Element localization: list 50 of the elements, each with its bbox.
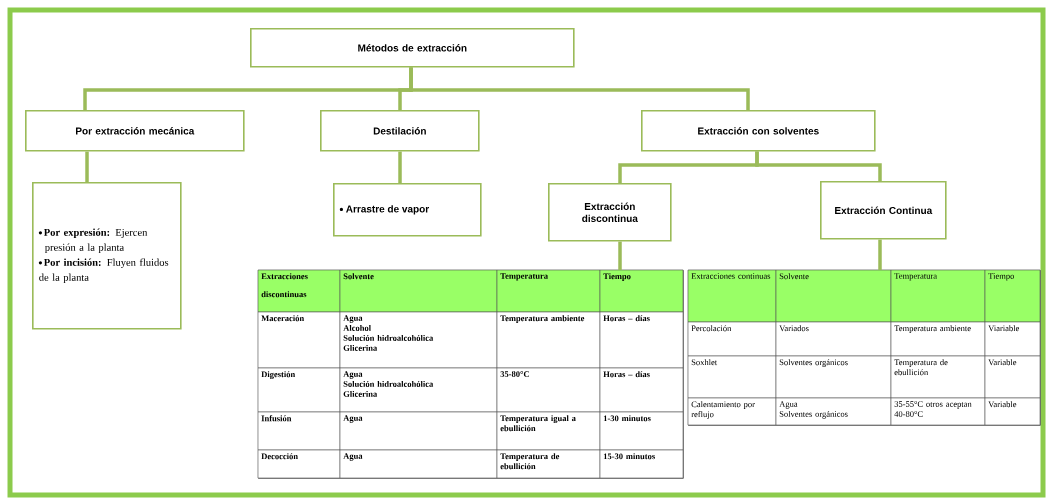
heading-box: Destilación xyxy=(320,110,480,152)
table-cell: Calentamiento por reflujo xyxy=(687,397,777,426)
connector-line xyxy=(755,151,882,181)
connector-line xyxy=(85,151,89,182)
table-cell: Decocción xyxy=(257,449,341,479)
table-cell: Temperatura xyxy=(496,269,601,313)
table-cell: Extracciones discontinuas xyxy=(257,269,341,313)
table-cell: Agua Solución hidroalcohólica Glicerina xyxy=(339,367,498,413)
table-cell: Agua Solventes orgánicos xyxy=(775,397,892,426)
table-cell: Tiempo xyxy=(984,269,1041,323)
table-cell: Maceración xyxy=(257,311,341,369)
table-cell: Agua Alcohol Solución hidroalcohólica Glicerina xyxy=(339,311,498,369)
table-cell: Extracciones continuas xyxy=(687,269,777,323)
table-cell: Temperatura de ebullición xyxy=(496,449,601,479)
table-cell: Viariable xyxy=(984,321,1041,357)
table-cell: Temperatura ambiente xyxy=(890,321,986,357)
table-cell: Infusión xyxy=(257,411,341,451)
table-cell: Solventes orgánicos xyxy=(775,355,892,399)
table-cell: Solvente xyxy=(775,269,892,323)
table-cell: Agua xyxy=(339,449,498,479)
table-cell: Temperatura xyxy=(890,269,986,323)
heading-box: Métodos de extracción xyxy=(250,28,575,68)
table-cell: 15-30 minutos xyxy=(599,449,684,479)
table-cell: 35-80°C xyxy=(496,367,601,413)
table-cell: Variable xyxy=(984,397,1041,426)
table-cell: Temperatura igual a ebullición xyxy=(496,411,601,451)
table-cell: Agua xyxy=(339,411,498,451)
connector-line xyxy=(409,67,750,110)
table-cell: Horas – días xyxy=(599,367,684,413)
heading-box: Extracción Continua xyxy=(820,181,947,240)
table-cell: Variados xyxy=(775,321,892,357)
heading-box: Extracción con solventes xyxy=(641,110,876,152)
table-cell: 1-30 minutos xyxy=(599,411,684,451)
table-cell: Solvente xyxy=(339,269,498,313)
connector-line xyxy=(398,151,402,183)
connector-line xyxy=(878,239,882,270)
table-cell: Tiempo xyxy=(599,269,684,313)
table-cell: Horas – días xyxy=(599,311,684,369)
connector-line xyxy=(618,241,622,270)
bullet-list-box: Por expresión: Ejercen presión a la planta Por incisión: Fluyen fluidos de la planta xyxy=(32,182,182,330)
table-cell: 35-55°C otros aceptan 40-80°C xyxy=(890,397,986,426)
heading-box: Extracción discontinua xyxy=(548,183,672,242)
table-cell: Soxhlet xyxy=(687,355,777,399)
table-cell: Percolación xyxy=(687,321,777,357)
table-cell: Temperatura ambiente xyxy=(496,311,601,369)
table-cell: Temperatura de ebullición xyxy=(890,355,986,399)
bullet-box: Arrastre de vapor xyxy=(333,183,482,237)
table-cell: Variable xyxy=(984,355,1041,399)
heading-box: Por extracción mecánica xyxy=(25,110,245,152)
table-cell: Digestión xyxy=(257,367,341,413)
